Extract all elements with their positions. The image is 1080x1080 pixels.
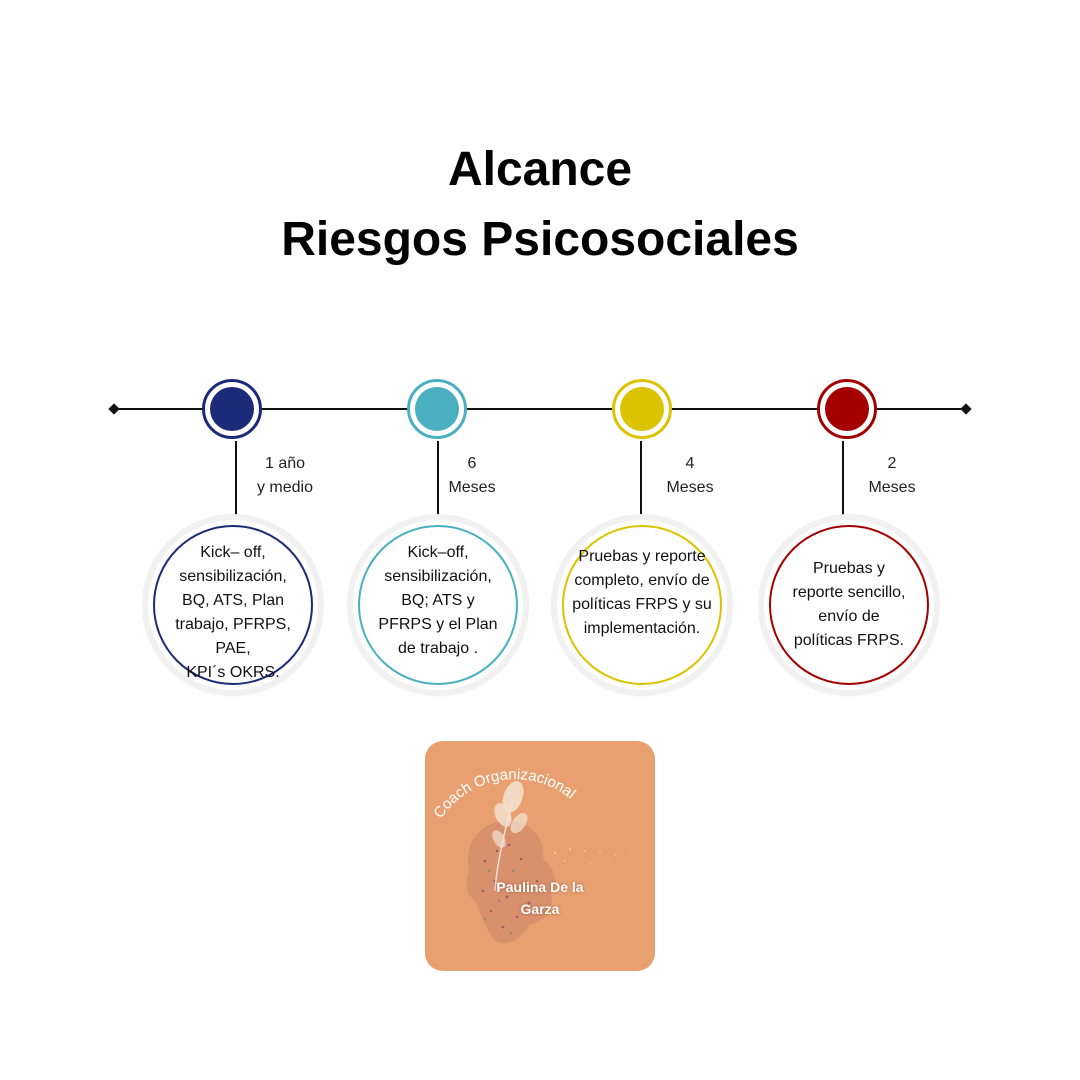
milestone-2-ring bbox=[358, 525, 518, 685]
title-line-1: Alcance bbox=[447, 143, 633, 196]
milestone-2-period: 6 Meses bbox=[448, 455, 496, 496]
timeline-stem-3 bbox=[640, 441, 642, 518]
milestone-3-card: Pruebas y reporte completo, envío de pol… bbox=[557, 520, 727, 690]
timeline-node-2 bbox=[407, 379, 467, 439]
milestone-2-card: Kick–off, sensibilización, BQ; ATS y PFR… bbox=[353, 520, 523, 690]
milestone-3-text: Pruebas y reporte completo, envío de pol… bbox=[572, 548, 712, 637]
milestone-4-period: 2 Meses bbox=[868, 455, 916, 496]
timeline-node-1 bbox=[202, 379, 262, 439]
milestone-4-card: Pruebas y reporte sencillo, envío de pol… bbox=[764, 520, 934, 690]
logo-head-figure bbox=[466, 820, 631, 944]
milestone-1-text: Kick– off, sensibilización, BQ, ATS, Pla… bbox=[175, 544, 291, 681]
milestone-1-card: Kick– off, sensibilización, BQ, ATS, Pla… bbox=[148, 520, 318, 690]
logo-artwork: Coach Organizacional bbox=[430, 766, 631, 944]
milestone-1-period: 1 año y medio bbox=[256, 455, 314, 496]
timeline-node-3 bbox=[612, 379, 672, 439]
timeline-node-1-dot bbox=[210, 387, 254, 431]
logo-plant-icon bbox=[492, 781, 528, 892]
timeline-stem-2 bbox=[437, 441, 439, 518]
axis-start-diamond bbox=[108, 403, 120, 415]
milestone-4-text: Pruebas y reporte sencillo, envío de pol… bbox=[792, 560, 906, 649]
timeline-node-2-dot bbox=[415, 387, 459, 431]
timeline-node-3-dot bbox=[620, 387, 664, 431]
logo-name-text: Paulina De la Garza bbox=[496, 879, 584, 917]
timeline-node-4-dot bbox=[825, 387, 869, 431]
axis-end-diamond bbox=[960, 403, 972, 415]
milestone-3-period: 4 Meses bbox=[666, 455, 714, 496]
milestone-2-text: Kick–off, sensibilización, BQ; ATS y PFR… bbox=[378, 544, 498, 657]
timeline-stem-4 bbox=[842, 441, 844, 518]
milestone-3-ring bbox=[562, 525, 722, 685]
timeline-axis bbox=[113, 408, 967, 410]
brand-logo: Coach Organizacional bbox=[425, 741, 655, 971]
timeline-stem-1 bbox=[235, 441, 237, 518]
title-line-2: Riesgos Psicosociales bbox=[281, 213, 799, 266]
timeline-node-4 bbox=[817, 379, 877, 439]
milestone-1-ring bbox=[153, 525, 313, 685]
milestone-4-ring bbox=[769, 525, 929, 685]
